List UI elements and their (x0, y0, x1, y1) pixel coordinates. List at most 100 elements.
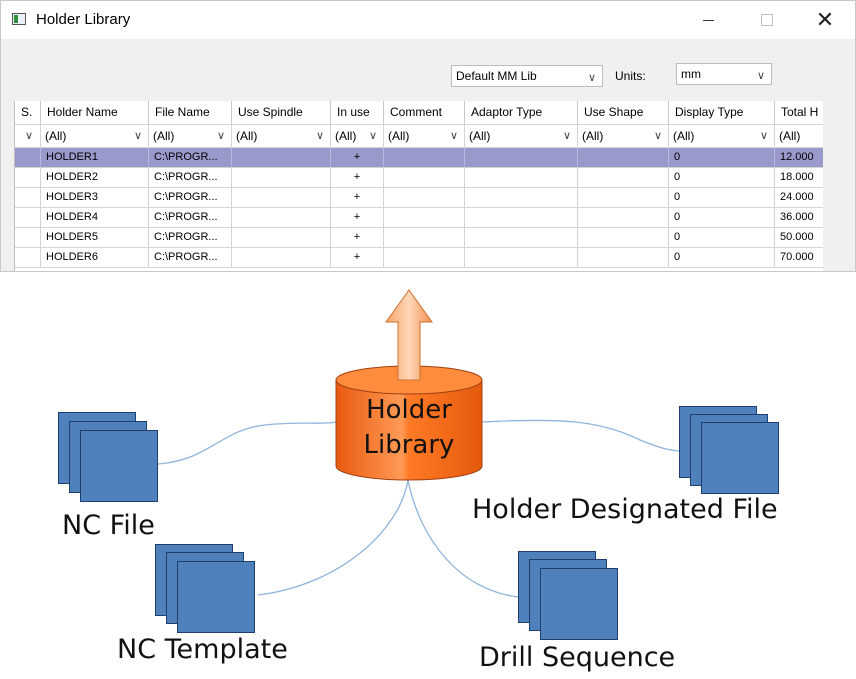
holder-designated-file-label: Holder Designated File (472, 494, 778, 525)
cell-display-type[interactable]: 0 (669, 188, 775, 208)
cell-adaptor-type[interactable] (465, 188, 578, 208)
cell-comment[interactable] (384, 228, 465, 248)
cell-file-name[interactable]: C:\PROGR... (149, 188, 232, 208)
cell-file-name[interactable]: C:\PROGR... (149, 248, 232, 268)
chevron-down-icon: ∨ (759, 130, 768, 142)
column-filter-file-name[interactable]: (All)∨ (149, 125, 232, 148)
column-header-holder-name[interactable]: Holder Name (41, 101, 149, 125)
cell-s[interactable] (15, 188, 41, 208)
cell-s[interactable] (15, 228, 41, 248)
cell-use-spindle[interactable] (232, 228, 331, 248)
cell-holder-name[interactable]: HOLDER6 (41, 248, 149, 268)
column-filter-holder-name[interactable]: (All)∨ (41, 125, 149, 148)
cell-adaptor-type[interactable] (465, 148, 578, 168)
cell-holder-name[interactable]: HOLDER5 (41, 228, 149, 248)
column-filter-total-h[interactable]: (All) (775, 125, 823, 148)
column-header-adaptor-type[interactable]: Adaptor Type (465, 101, 578, 125)
cell-holder-name[interactable]: HOLDER2 (41, 168, 149, 188)
chevron-down-icon: ∨ (133, 130, 142, 142)
cell-use-shape[interactable] (578, 228, 669, 248)
cell-use-shape[interactable] (578, 248, 669, 268)
chevron-down-icon: ∨ (587, 72, 596, 84)
cell-display-type[interactable]: 0 (669, 208, 775, 228)
cell-adaptor-type[interactable] (465, 208, 578, 228)
cell-display-type[interactable]: 0 (669, 248, 775, 268)
cell-use-shape[interactable] (578, 168, 669, 188)
cell-file-name[interactable]: C:\PROGR... (149, 168, 232, 188)
cell-in-use[interactable]: + (331, 248, 384, 268)
cell-display-type[interactable]: 0 (669, 228, 775, 248)
cell-holder-name[interactable]: HOLDER1 (41, 148, 149, 168)
cell-comment[interactable] (384, 248, 465, 268)
cell-file-name[interactable]: C:\PROGR... (149, 148, 232, 168)
column-header-comment[interactable]: Comment (384, 101, 465, 125)
cell-s[interactable] (15, 148, 41, 168)
column-filter-value: (All) (779, 129, 801, 143)
cell-use-spindle[interactable] (232, 168, 331, 188)
cell-comment[interactable] (384, 168, 465, 188)
cell-comment[interactable] (384, 148, 465, 168)
close-button[interactable]: ✕ (815, 7, 835, 32)
column-header-in-use[interactable]: In use (331, 101, 384, 125)
cell-adaptor-type[interactable] (465, 228, 578, 248)
cell-use-spindle[interactable] (232, 208, 331, 228)
units-select-value: mm (681, 67, 701, 81)
column-filter-s[interactable]: ∨ (15, 125, 41, 148)
cell-total-h[interactable]: 70.000 (775, 248, 823, 268)
cell-in-use[interactable]: + (331, 228, 384, 248)
cell-in-use[interactable]: + (331, 188, 384, 208)
cell-adaptor-type[interactable] (465, 168, 578, 188)
cell-comment[interactable] (384, 188, 465, 208)
column-filter-display-type[interactable]: (All)∨ (669, 125, 775, 148)
up-arrow-icon (385, 289, 433, 381)
column-filter-in-use[interactable]: (All)∨ (331, 125, 384, 148)
cell-holder-name[interactable]: HOLDER3 (41, 188, 149, 208)
maximize-button[interactable] (744, 1, 790, 39)
cell-in-use[interactable]: + (331, 148, 384, 168)
cell-total-h[interactable]: 50.000 (775, 228, 823, 248)
column-filter-adaptor-type[interactable]: (All)∨ (465, 125, 578, 148)
cell-s[interactable] (15, 248, 41, 268)
library-select[interactable]: Default MM Lib ∨ (451, 65, 603, 87)
cell-display-type[interactable]: 0 (669, 148, 775, 168)
cell-s[interactable] (15, 168, 41, 188)
column-header-file-name[interactable]: File Name (149, 101, 232, 125)
column-filter-use-spindle[interactable]: (All)∨ (232, 125, 331, 148)
cell-s[interactable] (15, 208, 41, 228)
cell-display-type[interactable]: 0 (669, 168, 775, 188)
column-filter-value: (All) (236, 129, 258, 143)
cell-adaptor-type[interactable] (465, 248, 578, 268)
column-header-use-shape[interactable]: Use Shape (578, 101, 669, 125)
cell-holder-name[interactable]: HOLDER4 (41, 208, 149, 228)
cell-use-spindle[interactable] (232, 188, 331, 208)
chevron-down-icon: ∨ (756, 70, 765, 82)
column-filter-comment[interactable]: (All)∨ (384, 125, 465, 148)
cell-total-h[interactable]: 18.000 (775, 168, 823, 188)
column-header-s[interactable]: S. (15, 101, 41, 125)
cell-use-shape[interactable] (578, 148, 669, 168)
column-header-display-type[interactable]: Display Type (669, 101, 775, 125)
column-header-use-spindle[interactable]: Use Spindle (232, 101, 331, 125)
cell-file-name[interactable]: C:\PROGR... (149, 208, 232, 228)
minimize-button[interactable] (686, 1, 732, 39)
cell-total-h[interactable]: 12.000 (775, 148, 823, 168)
cell-file-name[interactable]: C:\PROGR... (149, 228, 232, 248)
column-filter-use-shape[interactable]: (All)∨ (578, 125, 669, 148)
cell-total-h[interactable]: 24.000 (775, 188, 823, 208)
cell-in-use[interactable]: + (331, 208, 384, 228)
cell-use-shape[interactable] (578, 208, 669, 228)
cell-use-shape[interactable] (578, 188, 669, 208)
cell-use-spindle[interactable] (232, 248, 331, 268)
cell-comment[interactable] (384, 208, 465, 228)
column-header-total-h[interactable]: Total H (775, 101, 823, 125)
cell-total-h[interactable]: 36.000 (775, 208, 823, 228)
cell-in-use[interactable]: + (331, 168, 384, 188)
units-select[interactable]: mm ∨ (676, 63, 772, 85)
cell-use-spindle[interactable] (232, 148, 331, 168)
